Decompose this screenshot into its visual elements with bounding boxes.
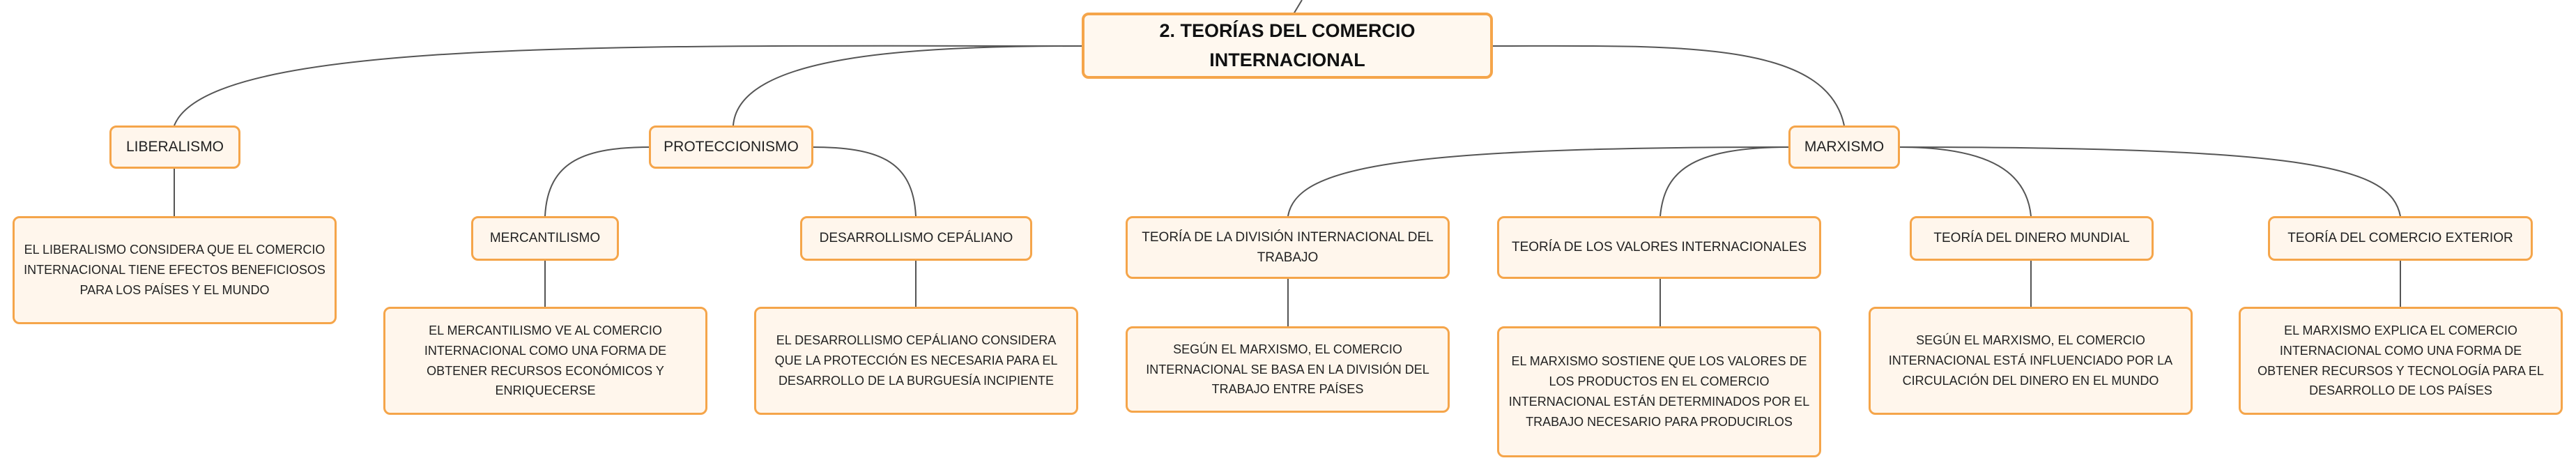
connector-proteccionismo-mercantilismo [544, 146, 652, 217]
proteccionismo-node[interactable]: PROTECCIONISMO [649, 125, 813, 169]
exterior-node-label: TEORÍA DEL COMERCIO EXTERIOR [2287, 231, 2513, 246]
connector-proteccionismo-desarrollismo [811, 146, 917, 217]
valores-desc-node[interactable]: EL MARXISMO SOSTIENE QUE LOS VALORES DE … [1497, 326, 1821, 457]
exterior-desc-node[interactable]: EL MARXISMO EXPLICA EL COMERCIO INTERNAC… [2239, 307, 2563, 415]
connector-root-parent [1293, 0, 1303, 15]
liberalismo-node-label: LIBERALISMO [125, 138, 224, 155]
liberalismo-desc-text: EL LIBERALISMO CONSIDERA QUE EL COMERCIO… [24, 243, 325, 297]
liberalismo-node[interactable]: LIBERALISMO [109, 125, 240, 169]
desarrollismo-node[interactable]: DESARROLLISMO CEPÁLIANO [800, 216, 1032, 261]
connector-marxismo-exterior [1898, 146, 2401, 217]
mercantilismo-node-label: MERCANTILISMO [489, 231, 601, 246]
connector-root-proteccionismo [733, 45, 1082, 126]
desarrollismo-node-label: DESARROLLISMO CEPÁLIANO [819, 231, 1013, 246]
dinero-node[interactable]: TEORÍA DEL DINERO MUNDIAL [1910, 216, 2154, 261]
exterior-node[interactable]: TEORÍA DEL COMERCIO EXTERIOR [2268, 216, 2533, 261]
connector-root-marxismo [1492, 45, 1845, 126]
valores-node[interactable]: TEORÍA DE LOS VALORES INTERNACIONALES [1497, 216, 1821, 279]
division-node-label: TEORÍA DE LA DIVISIÓN INTERNACIONAL DEL … [1142, 229, 1434, 265]
connector-root-liberalismo [174, 45, 1082, 126]
marxismo-node-label: MARXISMO [1804, 138, 1885, 155]
valores-node-label: TEORÍA DE LOS VALORES INTERNACIONALES [1511, 240, 1807, 255]
desarrollismo-desc-text: EL DESARROLLISMO CEPÁLIANO CONSIDERA QUE… [774, 333, 1058, 388]
root-node[interactable]: 2. TEORÍAS DEL COMERCIO INTERNACIONAL [1082, 13, 1493, 79]
mercantilismo-node[interactable]: MERCANTILISMO [471, 216, 619, 261]
mercantilismo-desc-node[interactable]: EL MERCANTILISMO VE AL COMERCIO INTERNAC… [383, 307, 707, 415]
division-node[interactable]: TEORÍA DE LA DIVISIÓN INTERNACIONAL DEL … [1126, 216, 1450, 279]
valores-desc-text: EL MARXISMO SOSTIENE QUE LOS VALORES DE … [1508, 354, 1810, 429]
root-node-label: 2. TEORÍAS DEL COMERCIO INTERNACIONAL [1159, 20, 1416, 70]
mercantilismo-desc-text: EL MERCANTILISMO VE AL COMERCIO INTERNAC… [424, 323, 667, 398]
desarrollismo-desc-node[interactable]: EL DESARROLLISMO CEPÁLIANO CONSIDERA QUE… [754, 307, 1078, 415]
exterior-desc-text: EL MARXISMO EXPLICA EL COMERCIO INTERNAC… [2257, 323, 2544, 398]
marxismo-node[interactable]: MARXISMO [1788, 125, 1900, 169]
connector-marxismo-valores [1659, 146, 1791, 217]
connector-marxismo-division [1287, 146, 1791, 217]
division-desc-text: SEGÚN EL MARXISMO, EL COMERCIO INTERNACI… [1146, 342, 1429, 397]
dinero-node-label: TEORÍA DEL DINERO MUNDIAL [1933, 231, 2130, 246]
liberalismo-desc-node[interactable]: EL LIBERALISMO CONSIDERA QUE EL COMERCIO… [13, 216, 337, 324]
connector-marxismo-dinero [1898, 146, 2032, 217]
proteccionismo-node-label: PROTECCIONISMO [664, 138, 799, 155]
division-desc-node[interactable]: SEGÚN EL MARXISMO, EL COMERCIO INTERNACI… [1126, 326, 1450, 413]
dinero-desc-node[interactable]: SEGÚN EL MARXISMO, EL COMERCIO INTERNACI… [1869, 307, 2193, 415]
dinero-desc-text: SEGÚN EL MARXISMO, EL COMERCIO INTERNACI… [1888, 333, 2173, 388]
